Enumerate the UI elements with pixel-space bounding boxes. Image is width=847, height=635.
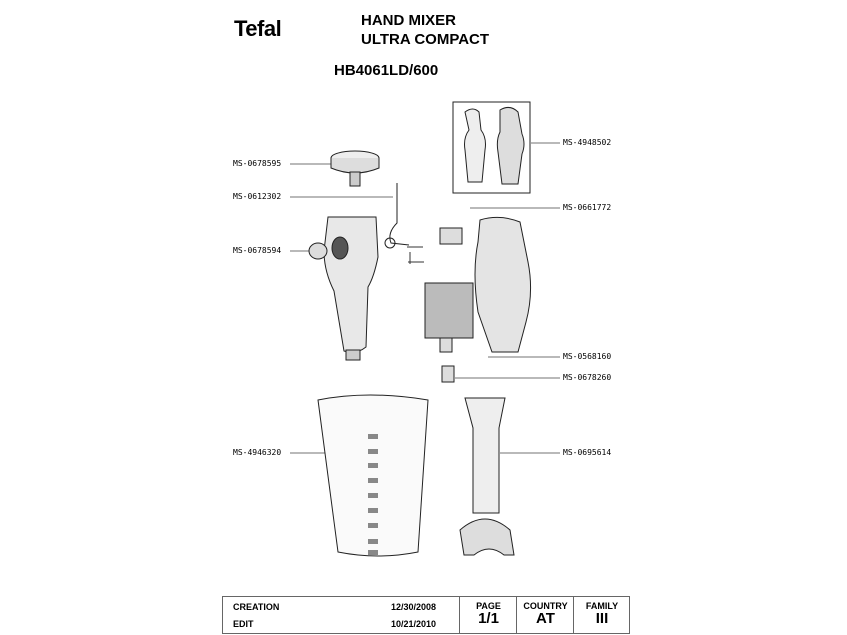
jug-part: [317, 394, 429, 557]
part-label: MS-0678595: [233, 159, 282, 168]
cable-part: [389, 183, 410, 246]
brand-logo: Tefal: [234, 16, 282, 41]
switch-part: [439, 227, 463, 245]
blender-bell-part: [459, 518, 515, 556]
leader-lines: [290, 142, 560, 454]
page-value: 1/1: [478, 610, 499, 627]
inset-housing-back: [496, 106, 525, 185]
family-value: III: [595, 610, 609, 627]
edit-label: EDIT: [233, 619, 254, 629]
country-value: AT: [536, 610, 555, 627]
edit-date: 10/21/2010: [391, 619, 437, 629]
part-label: MS-0661772: [563, 203, 612, 212]
housing-set-box: [452, 101, 531, 194]
family-label: FAMILY: [585, 601, 619, 611]
button-part: [308, 242, 328, 260]
page-label: PAGE: [476, 601, 501, 611]
part-label: MS-0695614: [563, 448, 612, 457]
part-label: MS-4946320: [233, 448, 282, 457]
part-label: MS-0678594: [233, 246, 282, 255]
page-cell: PAGE 1/1: [459, 597, 517, 633]
creation-label: CREATION: [233, 602, 280, 612]
part-label: MS-0678260: [563, 373, 612, 382]
part-label: MS-0612302: [233, 192, 282, 201]
part-label: MS-0568160: [563, 352, 612, 361]
inset-housing-front: [464, 108, 486, 183]
blender-shaft-part: [464, 397, 506, 514]
handle-part: [323, 216, 379, 353]
country-cell: COUNTRY AT: [516, 597, 574, 633]
motor-part: [424, 282, 474, 339]
part-label: MS-4948502: [563, 138, 612, 147]
back-housing-part: [474, 216, 532, 353]
title-line-1: HAND MIXER: [361, 12, 457, 29]
coupler-part: [441, 365, 455, 383]
title-line-2: ULTRA COMPACT: [361, 31, 490, 48]
model-number: HB4061LD/600: [334, 62, 439, 79]
creation-date: 12/30/2008: [391, 602, 437, 612]
footer-table: CREATION 12/30/2008 EDIT 10/21/2010 PAGE…: [222, 596, 630, 634]
family-cell: FAMILY III: [573, 597, 630, 633]
country-label: COUNTRY: [523, 601, 568, 611]
